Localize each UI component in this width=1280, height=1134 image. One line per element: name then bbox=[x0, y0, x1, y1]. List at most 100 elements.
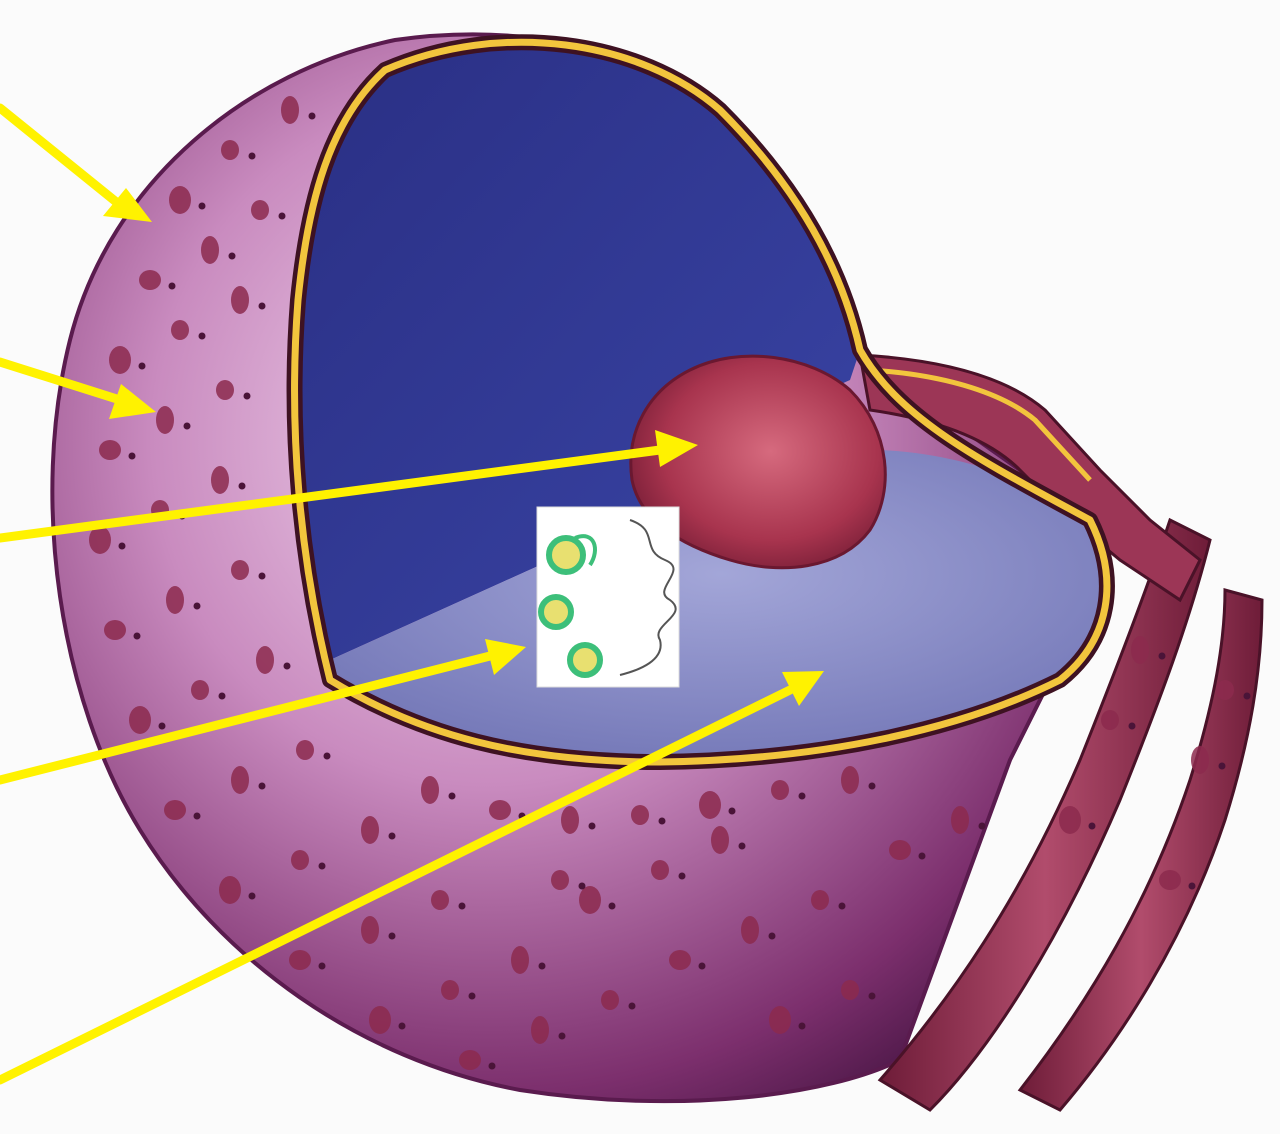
pore-spot bbox=[221, 140, 239, 160]
pore-spot bbox=[741, 916, 759, 944]
ribosome-dot bbox=[1129, 723, 1136, 730]
ribosome-dot bbox=[259, 783, 266, 790]
pore-spot bbox=[1131, 636, 1149, 664]
pore-spot bbox=[231, 560, 249, 580]
ribosome-dot bbox=[129, 453, 136, 460]
pore-spot bbox=[139, 270, 161, 290]
ribosome-dot bbox=[869, 993, 876, 1000]
pore-spot bbox=[166, 586, 184, 614]
ribosome-dot bbox=[1219, 763, 1226, 770]
ribosome-dot bbox=[839, 903, 846, 910]
ribosome-dot bbox=[259, 303, 266, 310]
pore-spot bbox=[191, 680, 209, 700]
pore-spot bbox=[256, 646, 274, 674]
ribosome-dot bbox=[729, 808, 736, 815]
pore-spot bbox=[291, 850, 309, 870]
pore-spot bbox=[231, 286, 249, 314]
pore-spot bbox=[651, 860, 669, 880]
pore-spot bbox=[669, 950, 691, 970]
pore-spot bbox=[951, 806, 969, 834]
ribosome-dot bbox=[679, 873, 686, 880]
pore-spot bbox=[169, 186, 191, 214]
pore-spot bbox=[211, 466, 229, 494]
pore-spot bbox=[216, 380, 234, 400]
pore-spot bbox=[1101, 710, 1119, 730]
pore-spot bbox=[281, 96, 299, 124]
ribosome-dot bbox=[699, 963, 706, 970]
pore-spot bbox=[811, 890, 829, 910]
pore-spot bbox=[201, 236, 219, 264]
ribosome-dot bbox=[1089, 823, 1096, 830]
ribosome-dot bbox=[629, 1003, 636, 1010]
pore-spot bbox=[431, 890, 449, 910]
ribosome-dot bbox=[194, 603, 201, 610]
pore-spot bbox=[164, 800, 186, 820]
pore-spot bbox=[601, 990, 619, 1010]
pore-spot bbox=[579, 886, 601, 914]
ribosome-dot bbox=[249, 153, 256, 160]
ribosome-dot bbox=[589, 823, 596, 830]
pore-spot bbox=[109, 346, 131, 374]
ribosome-dot bbox=[459, 903, 466, 910]
pore-spot bbox=[219, 876, 241, 904]
ribosome-dot bbox=[1189, 883, 1196, 890]
ribosome-dot bbox=[259, 573, 266, 580]
pore-spot bbox=[129, 706, 151, 734]
ribosome-dot bbox=[279, 213, 286, 220]
pore-spot bbox=[631, 805, 649, 825]
pore-spot bbox=[1059, 806, 1081, 834]
ribosome-dot bbox=[309, 113, 316, 120]
ribosome-dot bbox=[539, 963, 546, 970]
pore-spot bbox=[156, 406, 174, 434]
ribosome-dot bbox=[194, 813, 201, 820]
pore-spot bbox=[841, 980, 859, 1000]
ribosome-dot bbox=[324, 753, 331, 760]
ribosome-dot bbox=[469, 993, 476, 1000]
ribosome-dot bbox=[799, 1023, 806, 1030]
ribosome-dot bbox=[449, 793, 456, 800]
pore-spot bbox=[251, 200, 269, 220]
pore-spot bbox=[511, 946, 529, 974]
pore-spot bbox=[99, 440, 121, 460]
pore-spot bbox=[699, 791, 721, 819]
pore-spot bbox=[459, 1050, 481, 1070]
ribosome-dot bbox=[579, 883, 586, 890]
pore-spot bbox=[296, 740, 314, 760]
pore-spot bbox=[369, 1006, 391, 1034]
ribosome-dot bbox=[139, 363, 146, 370]
pore-spot bbox=[231, 766, 249, 794]
ribosome-dot bbox=[1159, 653, 1166, 660]
ribosome-dot bbox=[399, 1023, 406, 1030]
ribosome-dot bbox=[119, 543, 126, 550]
pore-spot bbox=[289, 950, 311, 970]
ribosome-dot bbox=[799, 793, 806, 800]
pore-spot bbox=[104, 620, 126, 640]
ribosome-dot bbox=[199, 333, 206, 340]
pore-spot bbox=[711, 826, 729, 854]
pore-spot bbox=[1159, 870, 1181, 890]
ribosome-dot bbox=[919, 853, 926, 860]
ribosome-dot bbox=[244, 393, 251, 400]
ribosome-dot bbox=[869, 783, 876, 790]
pore-spot bbox=[1191, 746, 1209, 774]
ribosome-dot bbox=[284, 663, 291, 670]
pore-spot bbox=[489, 800, 511, 820]
ribosome-dot bbox=[979, 823, 986, 830]
pore-spot bbox=[769, 1006, 791, 1034]
ribosome-dot bbox=[159, 723, 166, 730]
ribosome-dot bbox=[739, 843, 746, 850]
ribosome-dot bbox=[229, 253, 236, 260]
ribosome-dot bbox=[489, 1063, 496, 1070]
chromatin-inset bbox=[537, 507, 679, 687]
pore-spot bbox=[361, 816, 379, 844]
ribosome-dot bbox=[169, 283, 176, 290]
ribosome-dot bbox=[184, 423, 191, 430]
ribosome-dot bbox=[659, 818, 666, 825]
ribosome-dot bbox=[219, 693, 226, 700]
pore-spot bbox=[561, 806, 579, 834]
ribosome-dot bbox=[769, 933, 776, 940]
ribosome-dot bbox=[609, 903, 616, 910]
pore-spot bbox=[771, 780, 789, 800]
pore-spot bbox=[171, 320, 189, 340]
pore-spot bbox=[889, 840, 911, 860]
